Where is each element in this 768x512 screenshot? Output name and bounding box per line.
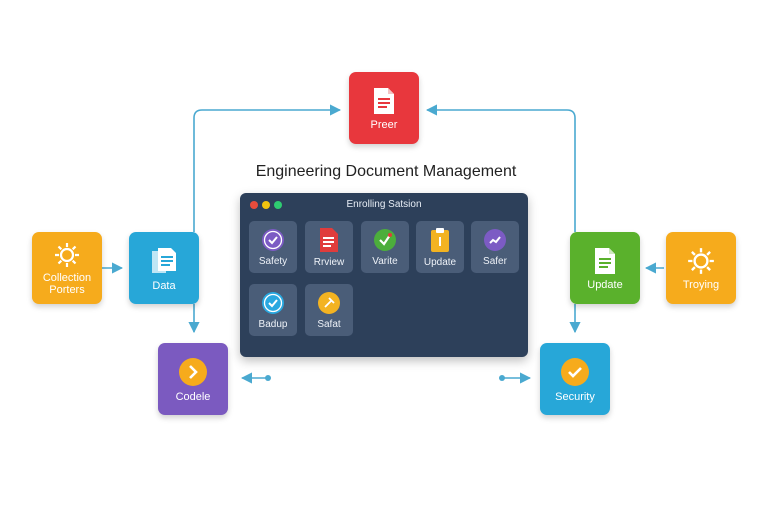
node-label: Collection Porters: [42, 271, 92, 296]
tile-label: Badup: [258, 318, 288, 330]
gear-icon: [55, 242, 79, 267]
node-label: Data: [152, 279, 176, 292]
tile-rrview[interactable]: Rrview: [305, 221, 353, 273]
window-minimize-dot[interactable]: [262, 201, 270, 209]
tile-label: Update: [423, 256, 457, 268]
tile-update[interactable]: Update: [416, 221, 464, 273]
tile-label: Safer: [483, 255, 507, 267]
clipboard-icon: [431, 227, 449, 252]
tile-safer[interactable]: Safer: [471, 221, 519, 273]
tile-label: Rrview: [313, 256, 345, 268]
tile-label: Safety: [258, 255, 288, 267]
tile-safat[interactable]: Safat: [305, 284, 353, 336]
chevron-right-circle-icon: [179, 357, 207, 386]
pen-nib-icon: [318, 291, 340, 314]
node-label: Preer: [370, 118, 398, 131]
tile-safety[interactable]: Safety: [249, 221, 297, 273]
connector-data-to-top: [193, 104, 342, 232]
node-troying[interactable]: Troying: [666, 232, 736, 304]
node-label: Codele: [175, 390, 211, 403]
node-collection-porters[interactable]: Collection Porters: [32, 232, 102, 304]
check-circle-icon: [262, 228, 284, 251]
trend-check-icon: [484, 228, 506, 251]
tile-varite[interactable]: Varite: [361, 221, 409, 273]
node-label: Update: [587, 278, 623, 291]
node-update[interactable]: Update: [570, 232, 640, 304]
node-codele[interactable]: Codele: [158, 343, 228, 415]
window-close-dot[interactable]: [250, 201, 258, 209]
gear-icon: [688, 247, 714, 274]
node-label: Security: [555, 390, 595, 403]
node-data[interactable]: Data: [129, 232, 199, 304]
window-maximize-dot[interactable]: [274, 201, 282, 209]
check-circle-icon: [262, 291, 284, 314]
diagram-title: Engineering Document Management: [255, 163, 517, 180]
node-label: Troying: [682, 278, 720, 291]
check-circle-icon: [561, 357, 589, 386]
tile-badup[interactable]: Badup: [249, 284, 297, 336]
connector-update-to-top: [425, 104, 576, 232]
document-icon: [320, 227, 338, 252]
checkmark-badge-icon: [374, 228, 396, 251]
node-security[interactable]: Security: [540, 343, 610, 415]
window-title: Enrolling Satsion: [346, 199, 422, 210]
tile-label: Safat: [317, 318, 341, 330]
document-icon: [595, 247, 615, 274]
documents-icon: [152, 247, 176, 273]
central-app-window: Enrolling Satsion Safety Rrview Varite: [240, 193, 528, 357]
document-icon: [374, 87, 394, 114]
tile-label: Varite: [372, 255, 398, 267]
node-preer[interactable]: Preer: [349, 72, 419, 144]
